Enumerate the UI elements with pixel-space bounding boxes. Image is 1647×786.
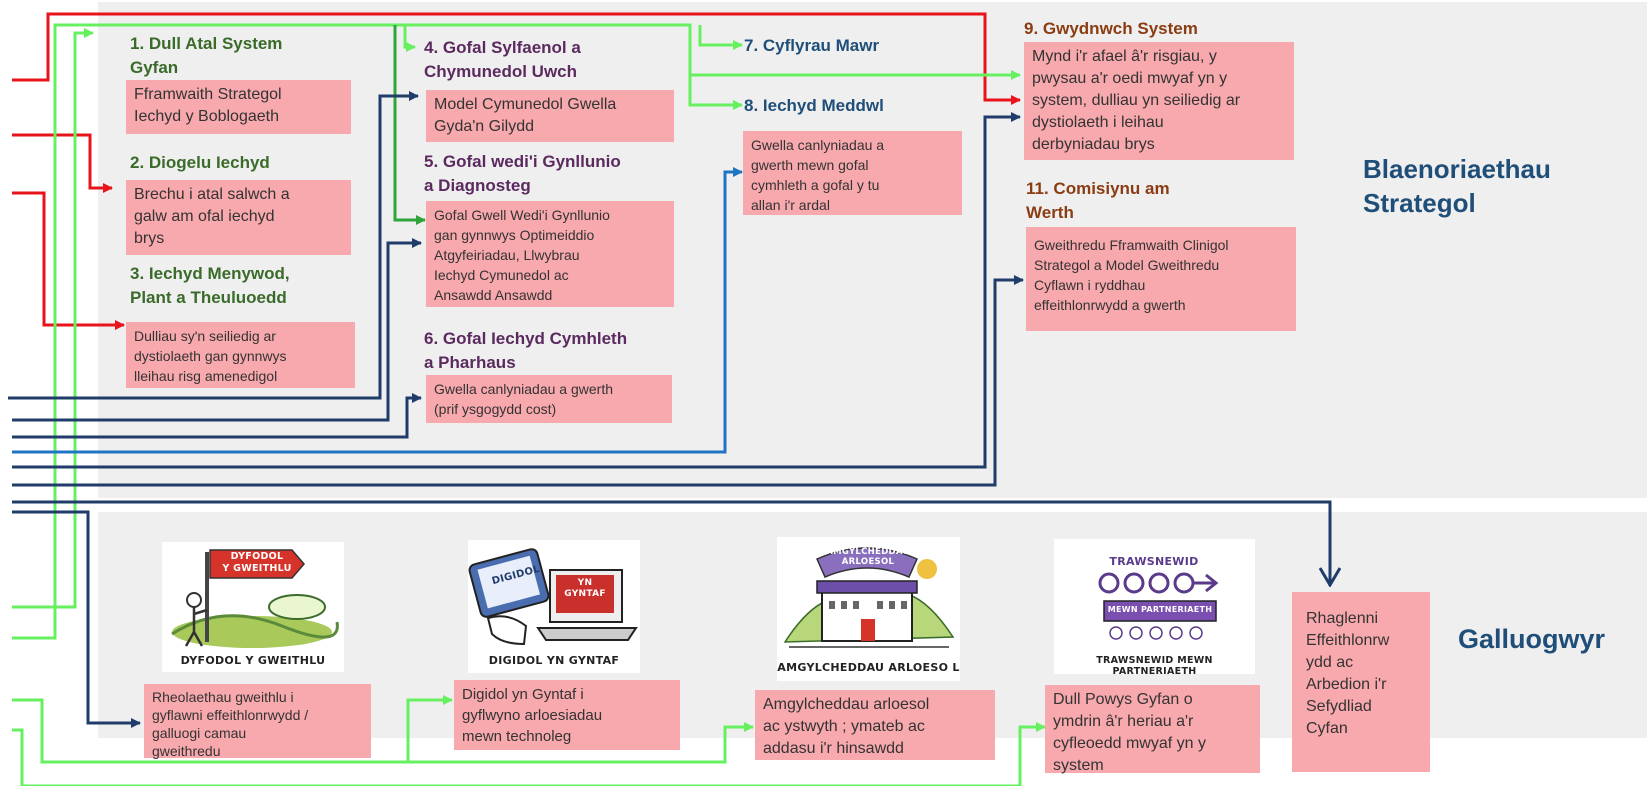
priority-3-heading: 3. Iechyd Menywod, Plant a Theuluoedd [130,264,290,307]
strategic-priorities-title: Blaenoriaethau Strategol [1363,154,1551,218]
future-workforce-sign-text: DYFODOL Y GWEITHLU [222,551,292,574]
strategic-panel [98,2,1647,498]
priority-2-heading: 2. Diogelu Iechyd [130,153,270,172]
innovative-environments-sign-text: AMGYLCHEDDAU ARLOESOL [826,547,910,567]
partnership-sign-text: MEWN PARTNERIAETH [1107,605,1213,614]
innovative-environments-icon-caption: AMGYLCHEDDAU ARLOESO L [777,661,960,674]
digital-icon-text-2: YN GYNTAF [564,578,606,599]
innovative-environments-building-icon: AMGYLCHEDDAU ARLOESOL AMGYLCHEDDAU ARLOE… [777,537,960,681]
priority-11-box: Gweithredu Fframwaith Clinigol Strategol… [1026,227,1296,331]
efficiency-savings-box: Rhaglenni Effeithlonrw ydd ac Arbedion i… [1292,592,1430,772]
digital-first-icon-caption: DIGIDOL YN GYNTAF [488,654,620,667]
enabler-2-box: Digidol yn Gyntaf i gyflwyno arloesiadau… [454,680,680,750]
enabler-3-box: Amgylcheddau arloesol ac ystwyth ; ymate… [755,690,995,760]
future-workforce-signpost-icon: DYFODOL Y GWEITHLU DYFODOL Y GWEITHLU [162,542,344,672]
priority-5-box: Gofal Gwell Wedi'i Gynllunio gan gynnwys… [426,201,674,307]
partnership-icon-caption: TRAWSNEWID MEWN PARTNERIAETH [1096,655,1213,677]
transformation-sign-text: TRAWSNEWID [1109,555,1199,568]
enablers-title: Galluogwyr [1458,624,1606,654]
priority-6-box: Gwella canlyniadau a gwerth (prif ysgogy… [426,375,672,423]
priority-9-box: Mynd i'r afael â'r risgiau, y pwysau a'r… [1024,42,1294,160]
enabler-1-box: Rheolaethau gweithlu i gyflawni effeithl… [144,684,371,759]
future-workforce-icon-caption: DYFODOL Y GWEITHLU [180,654,326,667]
digital-first-tablet-icon: DIGIDOL YN GYNTAF DIGIDOL YN GYNTAF [468,540,640,673]
priority-1-box: Fframwaith Strategol Iechyd y Boblogaeth [126,80,351,134]
priority-6-heading: 6. Gofal Iechyd Cymhleth a Pharhaus [424,329,628,372]
priority-4-box: Model Cymunedol Gwella Gyda'n Gilydd [426,90,674,142]
priority-1-heading: 1. Dull Atal System Gyfan [130,34,283,77]
priority-8-heading: 8. Iechyd Meddwl [744,96,884,115]
enabler-4-box: Dull Powys Gyfan o ymdrin â'r heriau a'r… [1045,685,1260,774]
priority-5-heading: 5. Gofal wedi'i Gynllunio a Diagnosteg [424,152,621,195]
priority-9-heading: 9. Gwydnwch System [1024,19,1198,38]
priority-8-box: Gwella canlyniadau a gwerth mewn gofal c… [743,131,962,215]
priority-2-box: Brechu i atal salwch a galw am ofal iech… [126,180,351,255]
priority-7-heading: 7. Cyflyrau Mawr [744,36,880,55]
partnership-transformation-people-icon: TRAWSNEWID MEWN PARTNERIAETH TRAWSNEWID … [1054,539,1255,677]
priority-4-heading: 4. Gofal Sylfaenol a Chymunedol Uwch [424,38,581,81]
priority-11-heading: 11. Comisiynu am Werth [1026,179,1170,222]
priority-3-box: Dulliau sy'n seiliedig ar dystiolaeth ga… [126,322,355,388]
